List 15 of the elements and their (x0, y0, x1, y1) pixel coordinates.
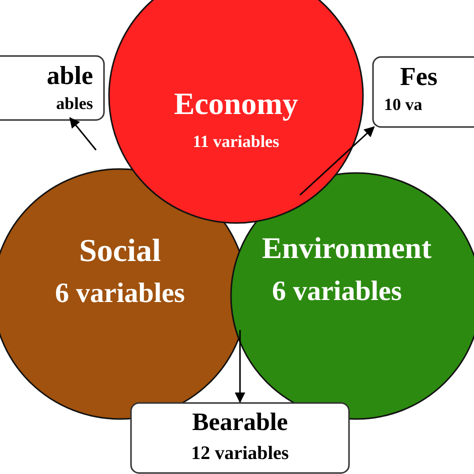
box-subtitle: 12 variables (190, 444, 290, 463)
circle-subtitle: 11 variables (192, 133, 280, 150)
box-title: Bearable (191, 410, 289, 435)
circle-title: Economy (173, 88, 299, 119)
leader-arrow (300, 126, 375, 196)
circle-subtitle: 6 variables (272, 278, 402, 306)
box-title: Fes (400, 64, 438, 90)
box-title: able (46, 63, 93, 89)
leader-arrow (234, 330, 246, 404)
box-subtitle: 10 va (384, 96, 422, 113)
circle-title: Environment (262, 234, 432, 264)
box-subtitle: ables (56, 95, 93, 112)
circle-subtitle: 6 variables (54, 280, 186, 308)
leader-arrow (69, 117, 97, 150)
circle-title: Social (78, 234, 162, 266)
